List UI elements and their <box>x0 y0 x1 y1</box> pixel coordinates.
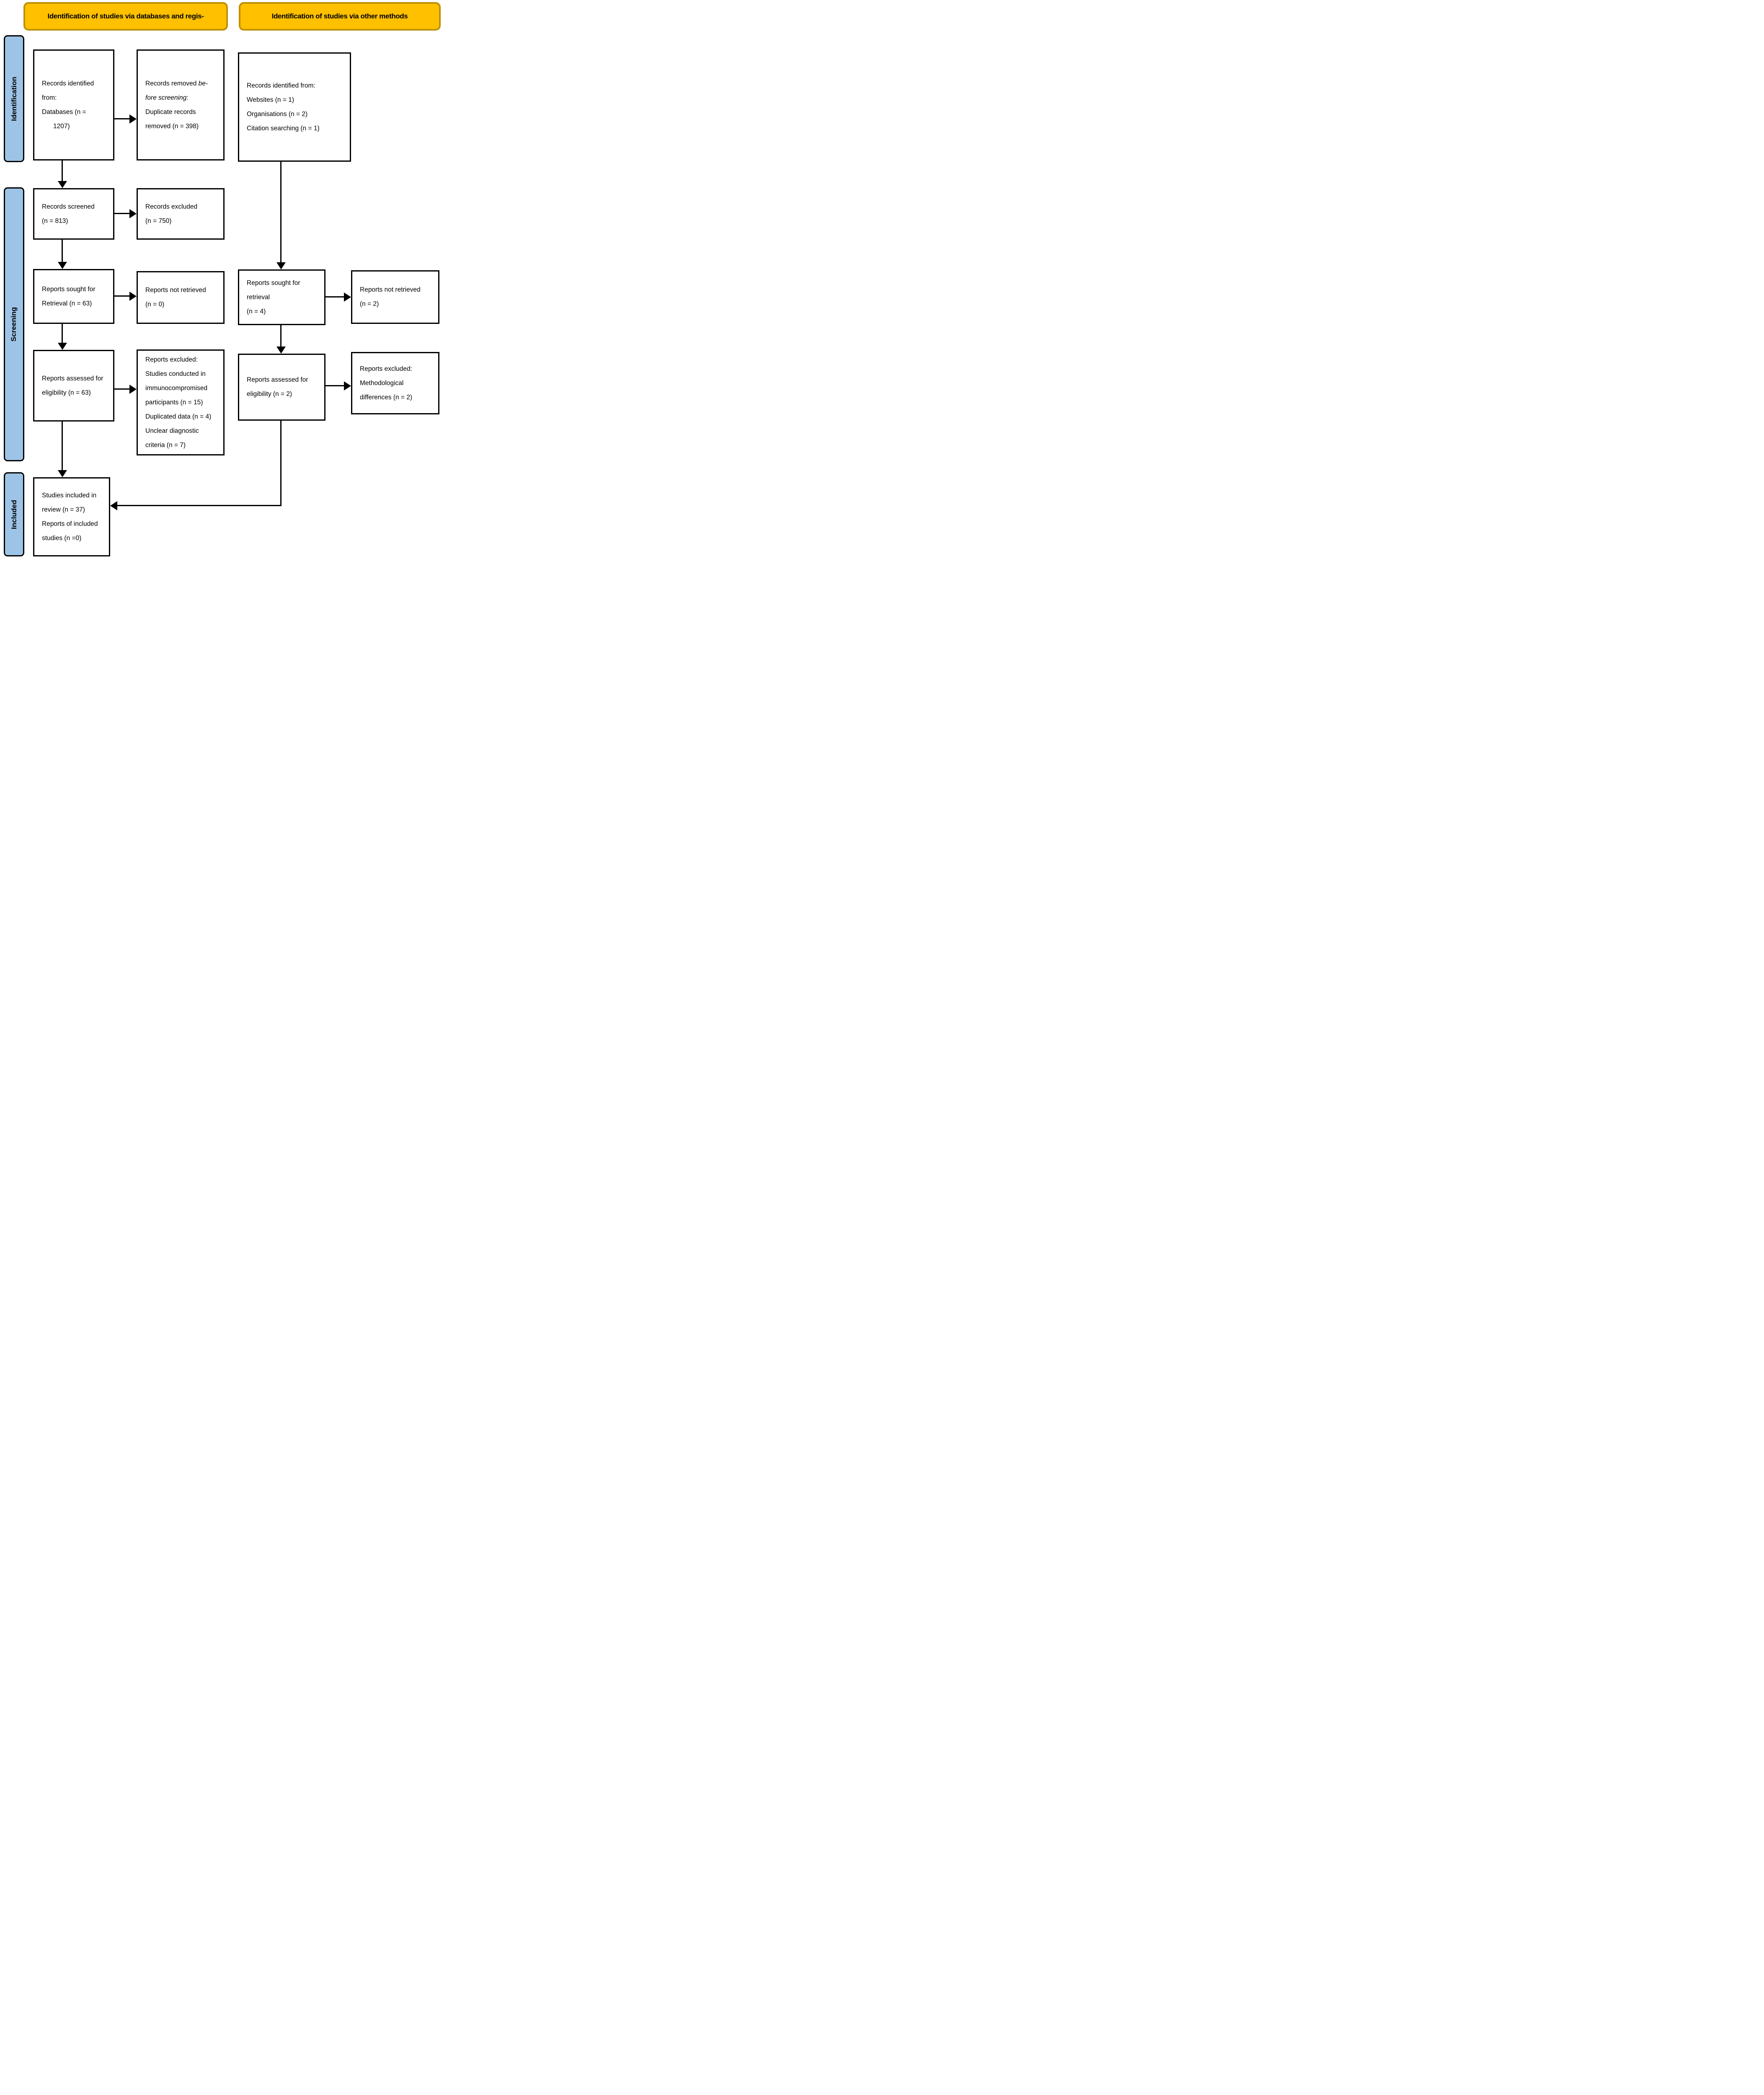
arrow-identified-to-screened-line <box>62 160 63 181</box>
text-line: Citation searching (n = 1) <box>247 124 320 132</box>
text-line: Records identified from: <box>247 82 315 89</box>
header-other-methods-label: Identification of studies via other meth… <box>271 12 408 20</box>
arrow-screened-to-excluded-line <box>114 213 129 214</box>
text-line: Reports sought for <box>247 279 300 287</box>
arrow-otherassessed-to-included-hline <box>117 505 282 506</box>
reports-excluded-other-box: Reports excluded: Methodological differenc… <box>351 352 439 414</box>
text-line: Reports sought for <box>42 285 96 293</box>
text-line: fore screening: <box>145 91 220 105</box>
text-line: removed (n = 398) <box>145 122 199 130</box>
sidebar-included: Included <box>4 472 24 556</box>
arrow-assessed-to-included-head <box>58 470 67 477</box>
text-line: Methodological <box>360 379 404 387</box>
arrow-assessed-to-excluded-line <box>114 388 129 390</box>
arrow-assessed-to-included-line <box>62 422 63 470</box>
arrow-sought-to-assessed-head <box>58 343 67 350</box>
text-line: Reports of included <box>42 520 98 528</box>
arrow-otheridentified-to-sought-head <box>276 262 286 269</box>
arrow-identified-to-removed-head <box>129 114 137 124</box>
text-line: Reports assessed for <box>247 376 308 383</box>
text-line: from: <box>42 94 57 101</box>
header-databases-registers-label: Identification of studies via databases … <box>47 12 204 20</box>
arrow-identified-to-screened-head <box>58 181 67 188</box>
arrow-otherassessed-to-excluded-head <box>344 381 351 391</box>
text-line: participants (n = 15) <box>145 398 203 406</box>
reports-sought-other-box: Reports sought for retrieval (n = 4) <box>238 269 325 325</box>
text-line: Retrieval (n = 63) <box>42 300 92 307</box>
arrow-screened-to-excluded-head <box>129 209 137 218</box>
header-databases-registers: Identification of studies via databases … <box>23 2 228 31</box>
records-excluded-box: Records excluded (n = 750) <box>137 188 225 240</box>
text-line: Databases (n = <box>42 108 86 116</box>
sidebar-identification: Identification <box>4 35 24 162</box>
text-line: Reports assessed for <box>42 375 103 382</box>
reports-assessed-box: Reports assessed for eligibility (n = 63) <box>33 350 114 422</box>
arrow-otheridentified-to-sought-line <box>280 162 282 262</box>
text-line: Records screened <box>42 203 95 210</box>
text-line: review (n = 37) <box>42 506 85 513</box>
text-line: 1207) <box>53 122 70 130</box>
text-line: (n = 4) <box>247 308 266 315</box>
arrow-screened-to-sought-line <box>62 240 63 262</box>
text-line: Records identified <box>42 80 94 87</box>
arrow-othersought-to-assessed-line <box>280 325 282 347</box>
text-line: Reports not retrieved <box>360 286 421 293</box>
records-identified-other-box: Records identified from: Websites (n = 1)… <box>238 52 351 162</box>
studies-included-box: Studies included in review (n = 37) Report… <box>33 477 110 556</box>
arrow-otherassessed-to-excluded-line <box>325 385 344 386</box>
arrow-identified-to-removed-line <box>114 118 129 119</box>
text-line: immunocompromised <box>145 384 208 392</box>
arrow-assessed-to-excluded-head <box>129 385 137 394</box>
text-line: Records excluded <box>145 203 198 210</box>
arrow-screened-to-sought-head <box>58 262 67 269</box>
text-line: (n = 0) <box>145 301 165 308</box>
text-line: Duplicate records <box>145 108 196 116</box>
text-line: Records removed be- <box>145 77 220 91</box>
header-other-methods: Identification of studies via other meth… <box>239 2 441 31</box>
text-line: (n = 750) <box>145 217 172 225</box>
sidebar-included-label: Included <box>10 499 18 529</box>
text-line: retrieval <box>247 293 270 301</box>
text-line: Organisations (n = 2) <box>247 110 308 118</box>
text-line: studies (n =0) <box>42 534 82 542</box>
arrow-sought-to-notretrieved-line <box>114 295 129 297</box>
reports-not-retrieved-box: Reports not retrieved (n = 0) <box>137 271 225 324</box>
text-line: differences (n = 2) <box>360 393 413 401</box>
records-removed-box: Records removed be- fore screening: Dupl… <box>137 49 225 160</box>
arrow-othersought-to-assessed-head <box>276 347 286 354</box>
text-line: eligibility (n = 63) <box>42 389 91 396</box>
records-identified-box: Records identified from: Databases (n = 120… <box>33 49 114 160</box>
text-line: criteria (n = 7) <box>145 441 186 449</box>
text-line: Unclear diagnostic <box>145 427 199 435</box>
text-segment: Records removed <box>145 80 199 87</box>
arrow-otherassessed-to-included-vline <box>280 421 282 506</box>
text-line: (n = 813) <box>42 217 68 225</box>
text-line: eligibility (n = 2) <box>247 391 292 398</box>
text-line: (n = 2) <box>360 300 379 308</box>
sidebar-screening-label: Screening <box>10 307 18 342</box>
sidebar-identification-label: Identification <box>10 76 18 121</box>
text-segment-italic: be- <box>198 80 208 87</box>
arrow-otherassessed-to-included-head <box>110 501 117 510</box>
arrow-othersought-to-notretrieved-line <box>325 296 344 297</box>
reports-not-retrieved-other-box: Reports not retrieved (n = 2) <box>351 270 439 324</box>
text-line: Duplicated data (n = 4) <box>145 413 212 420</box>
arrow-sought-to-notretrieved-head <box>129 292 137 301</box>
text-segment-italic: fore screening <box>145 94 187 101</box>
arrow-othersought-to-notretrieved-head <box>344 292 351 302</box>
text-line: Reports not retrieved <box>145 287 206 294</box>
text-line: Studies included in <box>42 491 97 499</box>
arrow-sought-to-assessed-line <box>62 324 63 343</box>
text-line: Studies conducted in <box>145 370 206 378</box>
records-screened-box: Records screened (n = 813) <box>33 188 114 240</box>
reports-excluded-detail-box: Reports excluded: Studies conducted in imm… <box>137 349 225 455</box>
text-line: Reports excluded: <box>360 365 412 372</box>
sidebar-screening: Screening <box>4 187 24 461</box>
text-line: Reports excluded: <box>145 356 198 363</box>
text-line: Websites (n = 1) <box>247 96 294 103</box>
reports-assessed-other-box: Reports assessed for eligibility (n = 2) <box>238 354 325 421</box>
text-segment: : <box>186 94 189 101</box>
